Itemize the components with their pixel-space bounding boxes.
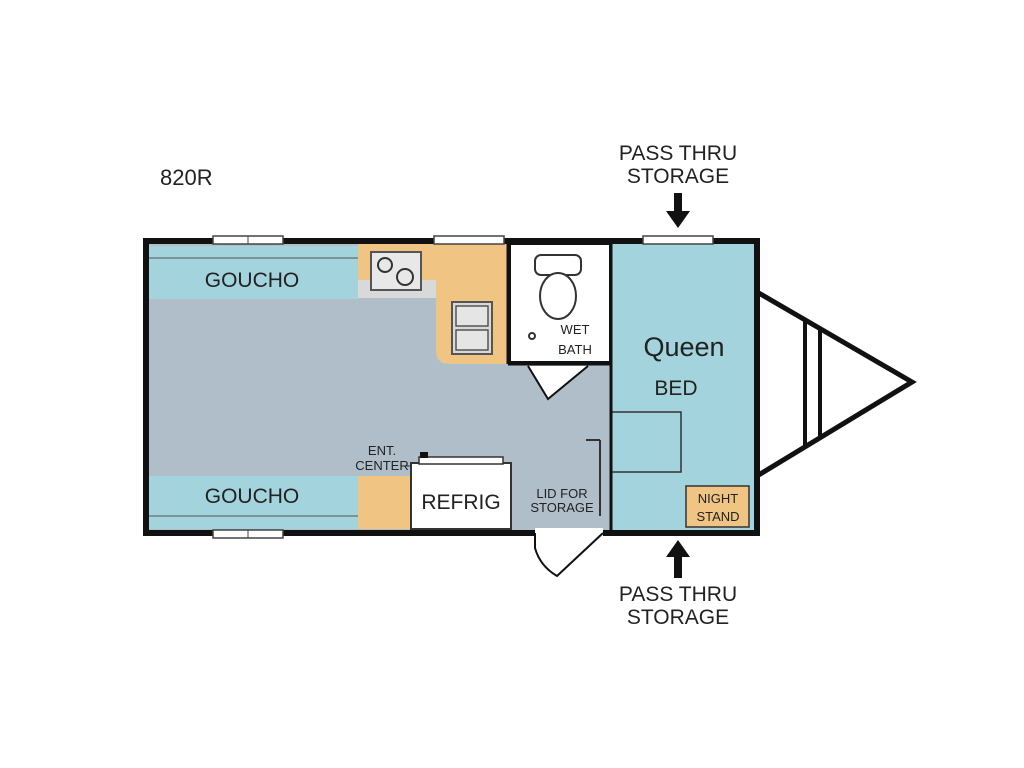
window [642,235,714,245]
storage-bottom-label: STORAGE [627,606,729,629]
goucho-bottom-label: GOUCHO [205,485,300,508]
stove [370,251,422,291]
pass-thru-top-label: PASS THRU [619,142,737,165]
bed-lid [610,411,682,473]
pass-thru-bottom-label: PASS THRU [619,583,737,606]
stove-burner-icon [396,268,414,286]
storage-top-label: STORAGE [627,165,729,188]
queen-label: Queen [643,332,724,362]
stand-label: STAND [696,509,739,524]
bath-door-swing [527,365,589,401]
arrow-up-icon [666,540,690,578]
refrigerator [410,462,512,530]
refrig-label: REFRIG [421,491,500,514]
goucho-bottom [149,476,358,529]
ent-center [358,476,410,529]
bath-label: BATH [558,342,592,357]
lid-for-label: LID FOR [536,486,587,501]
wet-label: WET [561,322,590,337]
center-label: CENTER [355,458,408,473]
stove-burner-icon [377,257,393,273]
drain-icon [528,332,536,340]
goucho-top [149,246,358,299]
trailer-hitch [755,289,917,479]
arrow-down-icon [666,193,690,228]
night-stand [685,485,750,528]
window [433,235,505,245]
lid-storage-label: STORAGE [530,500,594,515]
sink-basin [455,305,489,327]
entry-door-swing [534,532,604,578]
model-name: 820R [160,165,213,190]
ent-label: ENT. [368,443,396,458]
bed-label: BED [654,377,697,400]
goucho-top-label: GOUCHO [205,269,300,292]
sink-basin [455,329,489,351]
toilet-bowl-icon [539,272,577,320]
night-label: NIGHT [698,491,739,506]
queen-bed-area [611,244,755,530]
